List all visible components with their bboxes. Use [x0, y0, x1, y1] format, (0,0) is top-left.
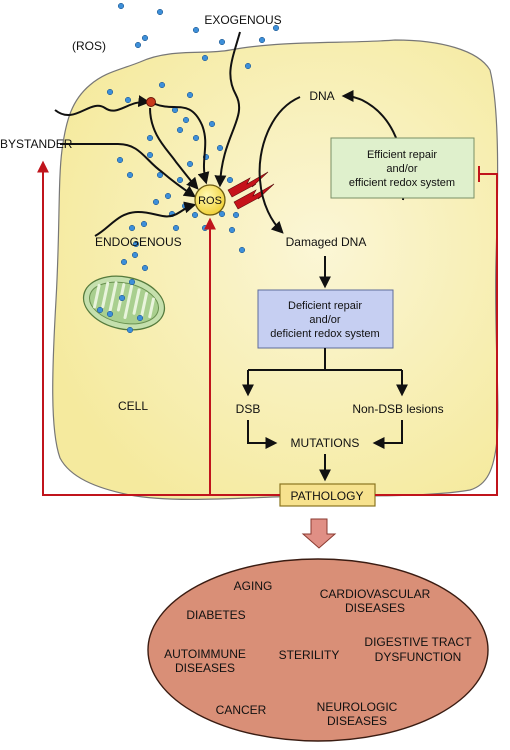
ros-dot: [136, 314, 144, 322]
endogenous-arrow: [94, 201, 197, 237]
damaged-dna-label: Damaged DNA: [286, 235, 367, 249]
disease-labels: AGING CARDIOVASCULAR DISEASES DIABETES A…: [164, 579, 472, 728]
ros-dot: [216, 144, 224, 152]
deficient-line-2: and/or: [309, 314, 341, 326]
ros-dot: [116, 156, 124, 164]
bystander-label: BYSTANDER: [0, 137, 73, 151]
ros-dot: [140, 220, 148, 228]
disease-cardiovascular-2: DISEASES: [345, 601, 405, 615]
dna-cycle-arc: [258, 96, 301, 234]
ros-dot: [146, 151, 154, 159]
ros-dot: [218, 38, 226, 46]
disease-sterility: STERILITY: [279, 648, 340, 662]
ros-dot: [228, 226, 236, 234]
lesion-to-mutation-arrows: [247, 420, 403, 449]
ros-dot: [146, 134, 154, 142]
endogenous-label: ENDOGENOUS: [95, 235, 182, 249]
ros-dot: [128, 278, 136, 286]
ros-dot: [106, 88, 114, 96]
ros-dot: [156, 171, 164, 179]
bystander-wavy-arrow: [54, 95, 210, 190]
feedback-loops: [37, 160, 498, 496]
ros-dot: [238, 246, 246, 254]
ros-dot: [118, 294, 126, 302]
ros-dot: [156, 8, 164, 16]
exogenous-arrow: [214, 31, 241, 188]
ros-dot: [191, 211, 199, 219]
efficient-line-1: Efficient repair: [367, 149, 437, 161]
cell-label: CELL: [118, 399, 148, 413]
pathology-down-arrow: [301, 518, 337, 549]
efficient-line-3: efficient redox system: [349, 177, 455, 189]
deficient-line-1: Deficient repair: [288, 300, 362, 312]
lightning-icon: [227, 171, 275, 210]
ros-external-label: (ROS): [72, 39, 106, 53]
disease-digestive-2: DYSFUNCTION: [375, 650, 462, 664]
ros-dot: [128, 224, 136, 232]
ros-dot: [106, 310, 114, 318]
ros-dot: [126, 171, 134, 179]
pathology-box: PATHOLOGY: [279, 483, 376, 507]
ros-dot: [176, 176, 184, 184]
ros-dot: [244, 62, 252, 70]
disease-neurologic-1: NEUROLOGIC: [317, 700, 398, 714]
ros-dot: [218, 210, 226, 218]
disease-neurologic-2: DISEASES: [327, 714, 387, 728]
disease-digestive-1: DIGESTIVE TRACT: [364, 635, 472, 649]
ros-node: ROS: [194, 184, 226, 216]
ros-dot: [201, 224, 209, 232]
dsb-label: DSB: [236, 402, 261, 416]
dna-label: DNA: [309, 89, 334, 103]
bystander-line-arrow: [60, 143, 196, 198]
ros-dot: [272, 24, 280, 32]
ros-dot: [120, 258, 128, 266]
ros-dot: [96, 306, 104, 314]
ros-dot: [182, 116, 190, 124]
disease-aging: AGING: [234, 579, 273, 593]
efficient-repair-box: Efficient repair and/or efficient redox …: [330, 137, 475, 199]
ros-dot: [126, 326, 134, 334]
pathology-label: PATHOLOGY: [291, 489, 364, 503]
ros-dot: [158, 81, 166, 89]
ros-dot: [201, 54, 209, 62]
ros-dot: [208, 120, 216, 128]
efficient-line-2: and/or: [386, 163, 418, 175]
ros-dot: [192, 134, 200, 142]
ros-dot: [176, 126, 184, 134]
ros-dot: [186, 160, 194, 168]
ros-dot: [172, 224, 180, 232]
disease-cardiovascular-1: CARDIOVASCULAR: [320, 587, 431, 601]
ros-dot: [186, 91, 194, 99]
diseases-ellipse: [147, 558, 489, 742]
ros-dot: [152, 198, 160, 206]
disease-autoimmune-2: DISEASES: [175, 661, 235, 675]
ros-label: ROS: [198, 195, 222, 207]
deficient-line-3: deficient redox system: [270, 328, 379, 340]
deficient-repair-box: Deficient repair and/or deficient redox …: [257, 289, 394, 349]
ros-dot: [117, 2, 125, 10]
disease-autoimmune-1: AUTOIMMUNE: [164, 647, 246, 661]
ros-dot: [192, 26, 200, 34]
non-dsb-label: Non-DSB lesions: [352, 402, 443, 416]
disease-diabetes: DIABETES: [186, 608, 245, 622]
exogenous-label: EXOGENOUS: [204, 13, 281, 27]
ros-dot: [132, 240, 140, 248]
ros-dot: [164, 192, 172, 200]
mutations-label: MUTATIONS: [291, 436, 360, 450]
ros-dot: [134, 41, 142, 49]
ros-dot: [124, 96, 132, 104]
ros-dot: [232, 211, 240, 219]
ros-dot: [258, 36, 266, 44]
branch-arrows: [242, 348, 408, 397]
ros-dot: [141, 264, 149, 272]
ros-dot: [131, 251, 139, 259]
ros-dot: [226, 176, 234, 184]
ros-dot: [141, 34, 149, 42]
disease-cancer: CANCER: [216, 703, 267, 717]
